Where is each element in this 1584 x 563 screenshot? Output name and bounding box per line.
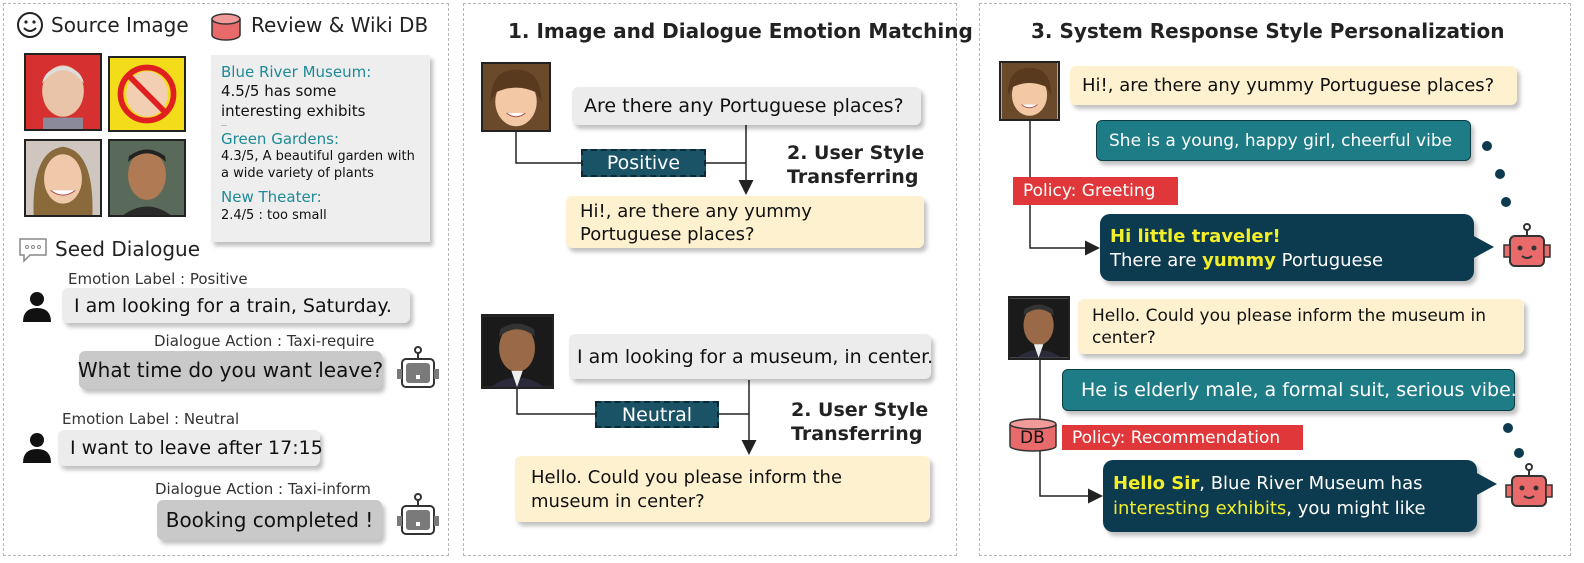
response-text: Portuguese	[1275, 250, 1384, 271]
user-utterance: Hello. Could you please inform the museu…	[1078, 299, 1524, 354]
style-transfer-line: Transferring	[791, 423, 923, 445]
robot-icon	[395, 345, 441, 391]
utterance-line: Hi!, are there any yummy	[580, 201, 812, 222]
wiki-item-text: 4.5/5 has some interesting exhibits	[221, 82, 366, 120]
transferred-utterance: Hi!, are there any yummy Portuguese plac…	[566, 196, 924, 248]
style-transfer-label: 2. User Style Transferring	[787, 141, 924, 189]
style-transfer-line: Transferring	[787, 166, 919, 188]
response-highlight: Hi little traveler!	[1110, 226, 1281, 247]
transferred-utterance: Hello. Could you please inform the museu…	[515, 456, 930, 522]
wiki-card: Blue River Museum: 4.5/5 has some intere…	[211, 55, 430, 242]
panel-personalization	[979, 3, 1571, 556]
face-little-girl	[481, 62, 551, 132]
response-tail	[1472, 235, 1494, 259]
robot-icon	[395, 492, 441, 538]
face-man-suit	[1008, 296, 1070, 360]
style-transfer-label: 2. User Style Transferring	[791, 398, 928, 446]
wiki-item-text: 2.4/5 : too small	[221, 208, 327, 223]
seed-dialogue-title: Seed Dialogue	[55, 237, 201, 261]
panel-emotion-matching	[463, 3, 957, 556]
system-message: Booking completed !	[157, 500, 382, 540]
user-question: I am looking for a museum, in center.	[569, 334, 933, 379]
utterance-line: Hello. Could you please inform the museu…	[1092, 306, 1487, 326]
response-text: , Blue River Museum has	[1199, 473, 1423, 494]
emotion-label: Emotion Label : Neutral	[62, 410, 240, 428]
response-text: There are	[1110, 250, 1203, 271]
face-baby-crossed	[108, 56, 186, 132]
robot-icon	[1502, 222, 1552, 270]
robot-icon	[1504, 462, 1554, 510]
dialogue-action-label: Dialogue Action : Taxi-require	[154, 332, 375, 350]
user-message: I am looking for a train, Saturday.	[62, 288, 410, 323]
system-response: Hi little traveler! There are yummy Port…	[1100, 214, 1474, 281]
utterance-line: center?	[1092, 328, 1156, 348]
emotion-tag-positive: Positive	[581, 149, 706, 177]
system-message: What time do you want leave?	[78, 351, 383, 389]
db-title: Review & Wiki DB	[251, 13, 429, 37]
emotion-label: Emotion Label : Positive	[68, 270, 248, 288]
user-question: Are there any Portuguese places?	[572, 87, 921, 125]
user-icon	[21, 431, 53, 463]
response-highlight: yummy	[1202, 250, 1276, 271]
wiki-item-name: Blue River Museum:	[221, 63, 372, 81]
face-young-woman	[24, 139, 102, 217]
database-icon	[210, 13, 242, 41]
system-response: Hello Sir, Blue River Museum has interes…	[1103, 460, 1477, 532]
dialogue-action-label: Dialogue Action : Taxi-inform	[155, 480, 371, 498]
emotion-tag-neutral: Neutral	[595, 401, 719, 428]
user-utterance: Hi!, are there any yummy Portuguese plac…	[1070, 66, 1517, 105]
utterance-line: museum in center?	[531, 491, 705, 512]
policy-recommendation: Policy: Recommendation	[1062, 425, 1303, 450]
utterance-line: Hello. Could you please inform the	[531, 467, 843, 488]
smiley-icon	[16, 11, 44, 39]
persona-description: He is elderly male, a formal suit, serio…	[1062, 369, 1517, 411]
chat-bubble-icon	[18, 237, 48, 263]
panel2-title: 1. Image and Dialogue Emotion Matching	[508, 19, 973, 43]
style-transfer-line: 2. User Style	[787, 142, 925, 164]
user-icon	[21, 290, 53, 322]
user-message: I want to leave after 17:15	[58, 430, 323, 466]
utterance-line: Portuguese places?	[580, 224, 755, 245]
response-highlight: interesting exhibits	[1113, 498, 1287, 519]
persona-description: She is a young, happy girl, cheerful vib…	[1096, 120, 1471, 161]
style-transfer-line: 2. User Style	[791, 399, 929, 421]
database-icon	[1008, 418, 1058, 452]
response-tail	[1475, 472, 1497, 496]
response-highlight: Hello Sir	[1113, 473, 1200, 494]
wiki-item-text: 4.3/5, A beautiful garden with a wide va…	[221, 149, 415, 181]
face-man-suit	[481, 314, 554, 389]
response-text: , you might like	[1286, 498, 1426, 519]
panel-source	[3, 3, 449, 556]
face-little-girl	[999, 61, 1060, 121]
wiki-item-name: Green Gardens:	[221, 130, 340, 148]
face-man	[108, 139, 186, 217]
source-image-title: Source Image	[51, 13, 189, 37]
policy-greeting: Policy: Greeting	[1013, 177, 1178, 205]
db-label: DB	[1020, 428, 1045, 448]
wiki-item-name: New Theater:	[221, 188, 322, 206]
face-elderly-woman	[24, 53, 102, 131]
panel3-title: 3. System Response Style Personalization	[1031, 19, 1505, 43]
